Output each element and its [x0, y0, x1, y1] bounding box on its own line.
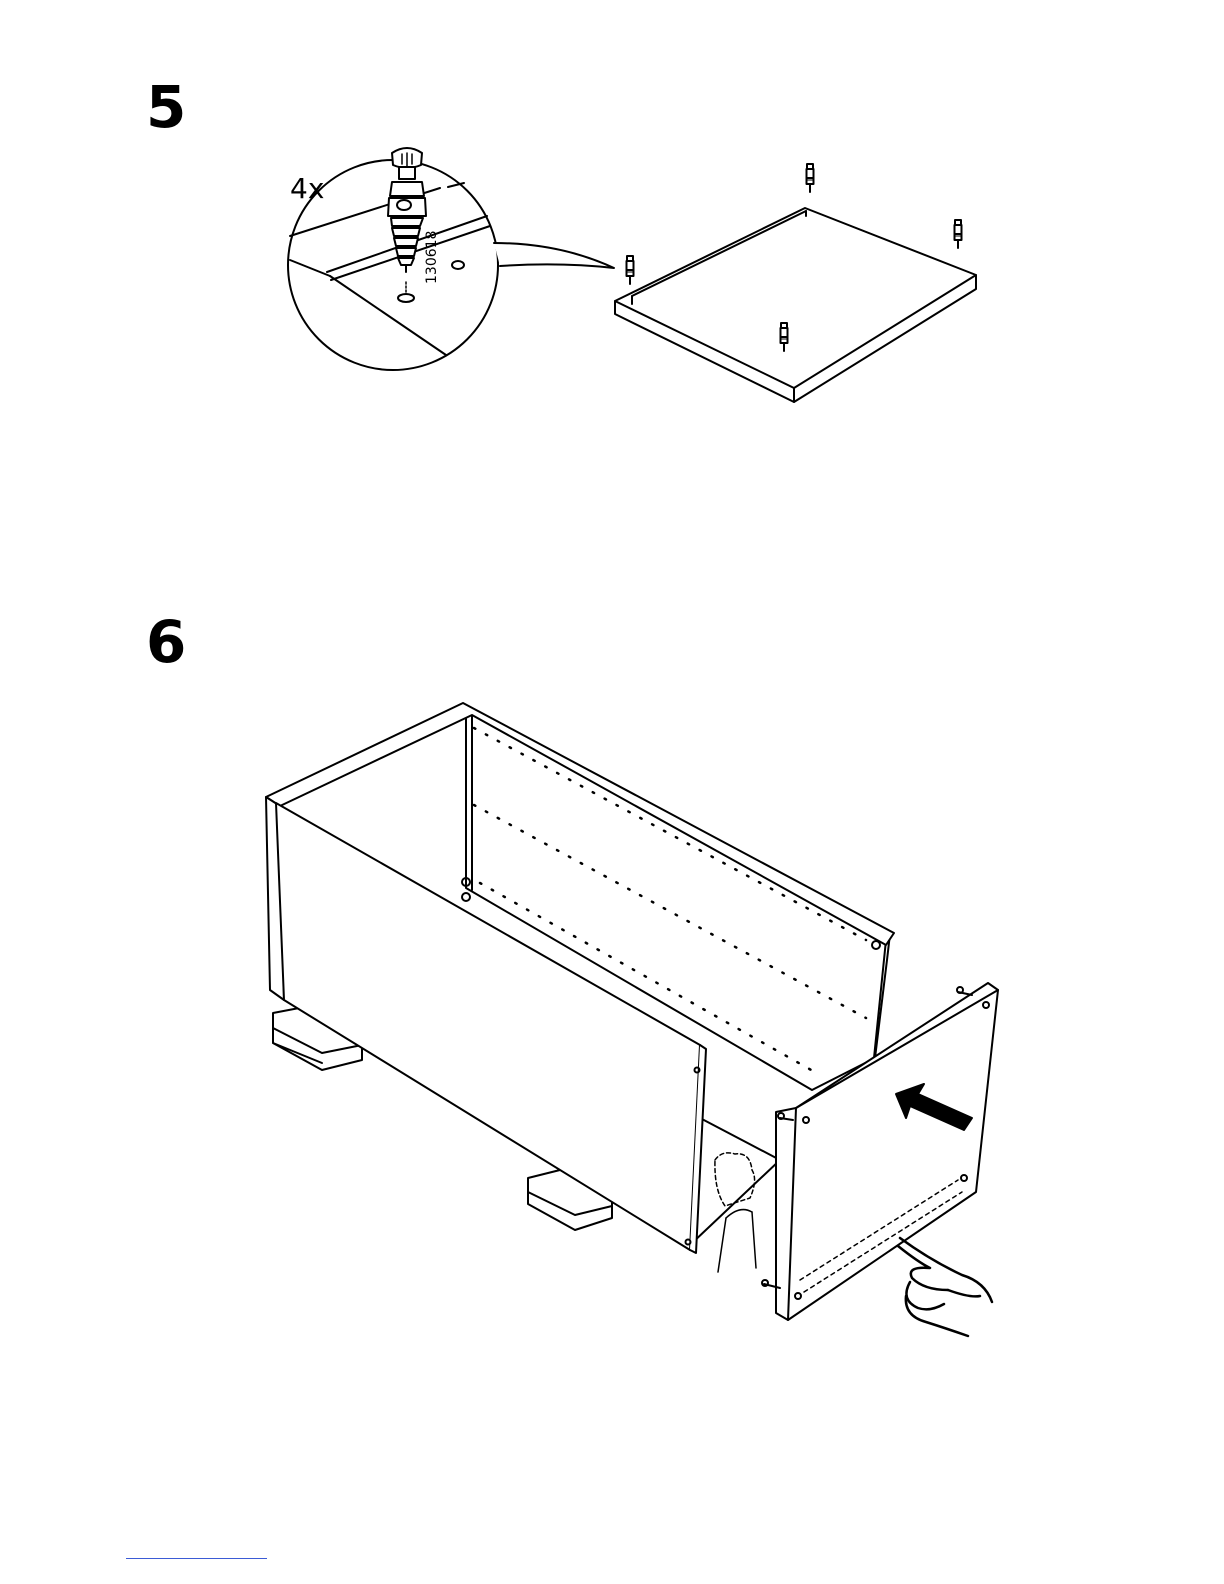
detail-magnifier: 4x 130618 — [288, 148, 614, 370]
panel-with-bolts — [615, 164, 976, 402]
step-5-illustration: 4x 130618 — [288, 148, 976, 402]
footer-rule — [126, 1558, 267, 1559]
bottom-panel — [690, 1118, 780, 1245]
part-number-label: 130618 — [424, 231, 440, 284]
quantity-label: 4x — [290, 172, 324, 205]
pushing-hand-icon — [898, 1238, 992, 1336]
cam-bolt-icon — [807, 164, 814, 192]
cam-bolt-icon — [627, 256, 634, 284]
support-hand-icon — [715, 1153, 756, 1272]
cam-bolt-icon — [955, 220, 962, 248]
step-6-illustration — [266, 703, 998, 1336]
